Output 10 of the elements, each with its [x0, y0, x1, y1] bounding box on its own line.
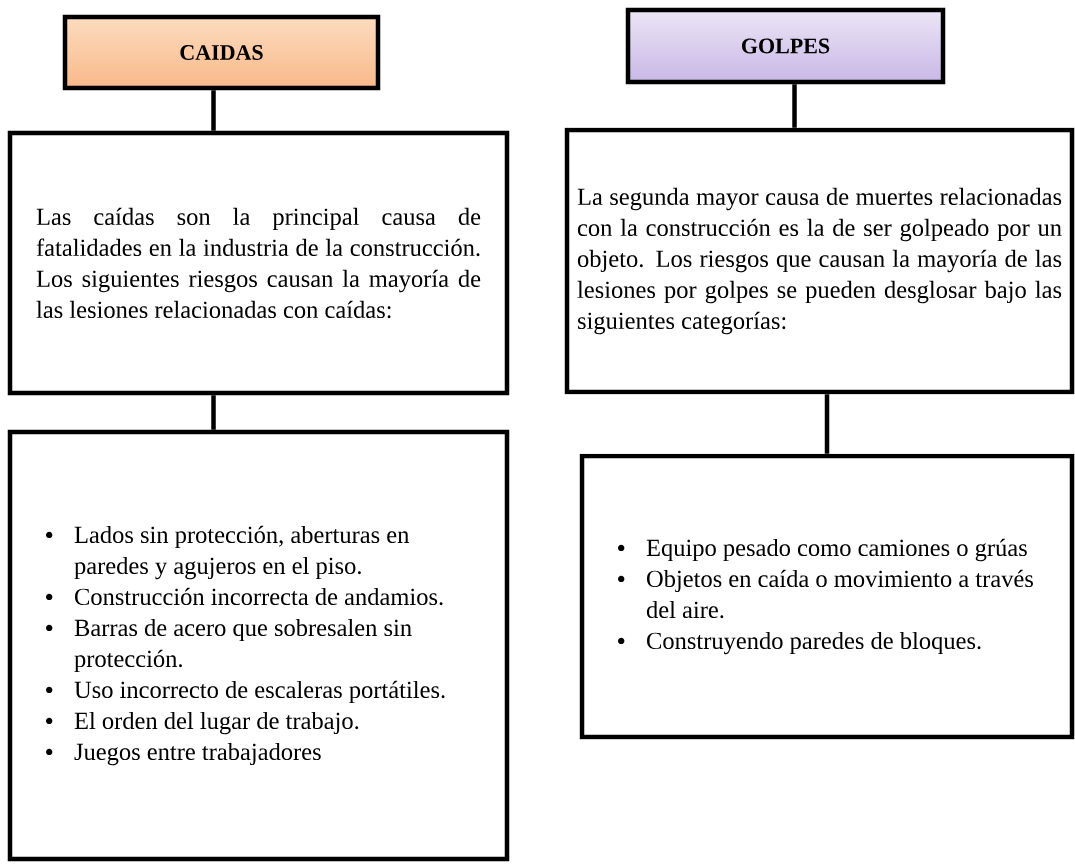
- header-box: GOLPES: [625, 7, 946, 85]
- connector-line: [792, 84, 797, 128]
- bullet-list-box: Lados sin protección, aberturas en paredes y agujeros en el piso. Construcción incorrecta de andamios. Barras de acero que sobresalen sin protección. Uso incorrecto de escaleras portátiles. El orden del lugar de trabajo. Juegos entre trabajadores: [7, 429, 510, 862]
- connector-line: [211, 395, 216, 430]
- text-box: Las caídas son la principal causa de fatalidades en la industria de la construcción. Los siguientes riesgos causan la mayoría de las lesiones relacionadas con caídas:: [7, 130, 510, 396]
- text-box: La segunda mayor causa de muertes relacionadas con la construcción es la de ser golpeado por un objeto. Los riesgos que causan la mayoría de las lesiones por golpes se pueden desglosar bajo las siguientes categorías:: [564, 127, 1075, 395]
- connector-line: [211, 90, 216, 131]
- bullet-list-box: Equipo pesado como camiones o grúas Objetos en caída o movimiento a través del aire. Construyendo paredes de bloques.: [579, 453, 1075, 740]
- header-box: CAIDAS: [62, 14, 381, 91]
- connector-line: [824, 394, 830, 454]
